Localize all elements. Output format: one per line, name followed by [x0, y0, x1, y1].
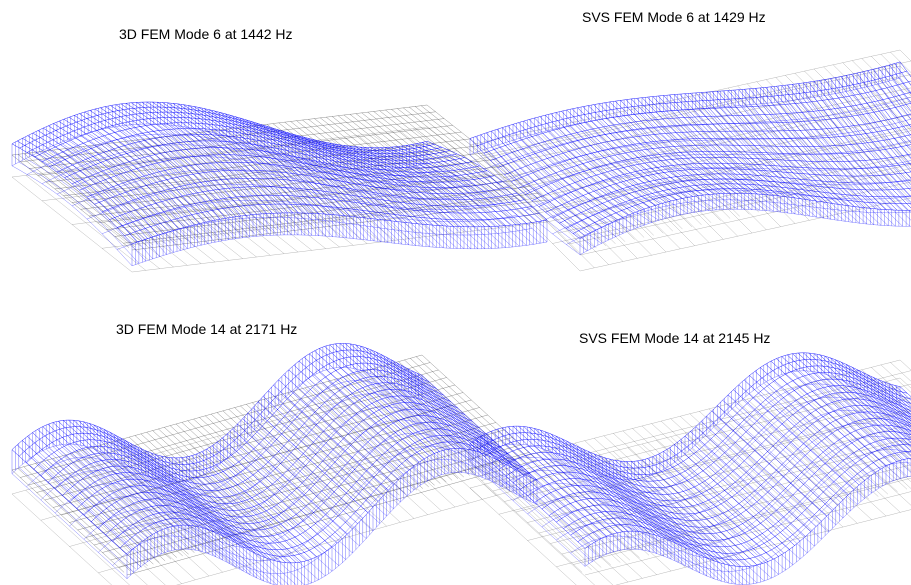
panel-title-3d-mode6: 3D FEM Mode 6 at 1442 Hz: [119, 26, 293, 42]
panel-title-3d-mode14: 3D FEM Mode 14 at 2171 Hz: [116, 321, 298, 337]
plot-svs-mode14-deformed-bottom: [469, 370, 911, 585]
plot-3d-mode14-side-walls: [11, 343, 538, 585]
plot-3d-mode14: [11, 343, 538, 585]
plot-3d-mode6-side-walls: [11, 102, 548, 266]
plot-svs-mode14-side-walls: [469, 352, 911, 585]
plot-svs-mode6-deformed-bottom: [469, 77, 911, 255]
panel-title-svs-mode14: SVS FEM Mode 14 at 2145 Hz: [579, 330, 771, 346]
plot-svs-mode6-side-walls: [469, 61, 910, 255]
panel-title-svs-mode6: SVS FEM Mode 6 at 1429 Hz: [582, 9, 766, 25]
plot-svs-mode14: [469, 352, 911, 585]
plot-3d-mode6: [11, 101, 548, 273]
plot-svs-mode6: [469, 49, 911, 272]
